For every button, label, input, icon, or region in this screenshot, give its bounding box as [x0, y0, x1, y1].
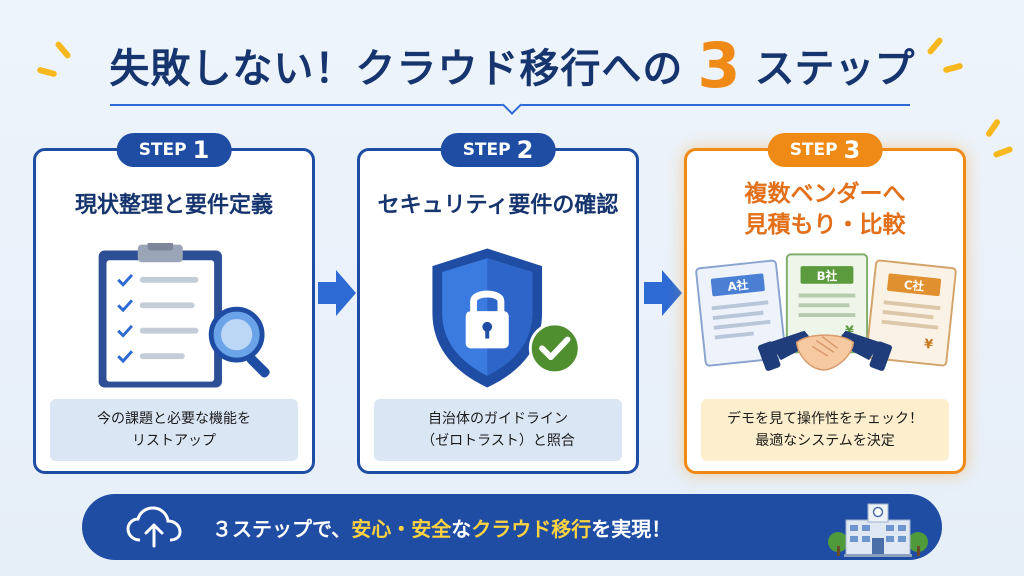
- magnifier-icon: [208, 306, 270, 378]
- step-card-1: STEP 1 現状整理と要件定義 今の課題と必要な機能を リストアップ: [33, 133, 315, 474]
- summary-banner: ３ステップで、 安心・安全 な クラウド移行 を実現！: [82, 494, 942, 560]
- step-title: 現状整理と要件定義: [36, 191, 312, 221]
- step-badge-label: STEP: [462, 140, 511, 160]
- step-badge-label: STEP: [138, 140, 187, 160]
- sparkle-icon: [984, 118, 1002, 138]
- banner-highlight: クラウド移行: [471, 516, 592, 541]
- caption-line: 自治体のガイドライン: [428, 410, 568, 427]
- city-hall-building-icon: [828, 503, 928, 557]
- step-title: 複数ベンダーへ 見積もり・比較: [687, 179, 963, 241]
- step-badge-number: 3: [843, 136, 861, 164]
- handshake-icon: [757, 330, 893, 371]
- clipboard-checklist-icon: [98, 243, 270, 388]
- quote-documents-icon: A社 B社 ¥ C社 ¥: [695, 253, 957, 371]
- title-number: 3: [697, 28, 741, 102]
- title-tail-text: ステップ: [754, 46, 915, 92]
- banner-highlight: 安心・安全: [351, 516, 452, 541]
- banner-text-part: を実現！: [591, 516, 672, 541]
- step-card-3: STEP 3 複数ベンダーへ 見積もり・比較 A社 B社 ¥ C社 ¥: [684, 133, 966, 474]
- banner-message: ３ステップで、 安心・安全 な クラウド移行 を実現！: [212, 494, 671, 560]
- sparkle-icon: [992, 145, 1014, 159]
- arrow-right-icon: [318, 270, 356, 316]
- yen-mark: ¥: [845, 323, 854, 338]
- step-badge-3: STEP 3: [767, 133, 883, 167]
- step-title-line: セキュリティ要件の確認: [377, 193, 619, 218]
- checkmark-icon: [528, 322, 581, 375]
- vendor-a-label: A社: [727, 278, 749, 294]
- step-badge-1: STEP 1: [116, 133, 232, 167]
- shield-lock-icon: [432, 248, 581, 388]
- step-title-line: 見積もり・比較: [744, 212, 906, 239]
- caption-line: デモを見て操作性をチェック！: [727, 410, 923, 427]
- arrow-right-icon: [644, 270, 682, 316]
- caption-line: リストアップ: [132, 433, 216, 449]
- step-badge-label: STEP: [789, 140, 838, 160]
- step-badge-2: STEP 2: [440, 133, 556, 167]
- caption-line: （ゼロトラスト）と照合: [421, 433, 575, 449]
- step-badge-number: 1: [192, 136, 210, 164]
- yen-mark: ¥: [923, 336, 934, 352]
- vendor-b-label: B社: [817, 269, 838, 283]
- title-main-text: 失敗しない！クラウド移行への: [109, 46, 684, 92]
- step-badge-number: 2: [516, 136, 534, 164]
- step-caption: デモを見て操作性をチェック！ 最適なシステムを決定: [701, 399, 949, 461]
- page-title: 失敗しない！クラウド移行への 3 ステップ: [0, 28, 1024, 102]
- cloud-upload-icon: [126, 506, 182, 548]
- step-title-line: 複数ベンダーへ: [744, 181, 906, 207]
- caption-line: 今の課題と必要な機能を: [97, 410, 251, 427]
- banner-text-part: ３ステップで、: [212, 516, 352, 541]
- caption-line: 最適なシステムを決定: [755, 433, 895, 449]
- step-card-2: STEP 2 セキュリティ要件の確認 自治体のガイドライン （ゼロトラスト）と照…: [357, 133, 639, 474]
- vendor-c-label: C社: [903, 278, 925, 294]
- step-caption: 自治体のガイドライン （ゼロトラスト）と照合: [374, 399, 622, 461]
- step-title-line: 現状整理と要件定義: [74, 193, 273, 218]
- step-caption: 今の課題と必要な機能を リストアップ: [50, 399, 298, 461]
- step-title: セキュリティ要件の確認: [360, 191, 636, 221]
- banner-text-part: な: [451, 516, 472, 541]
